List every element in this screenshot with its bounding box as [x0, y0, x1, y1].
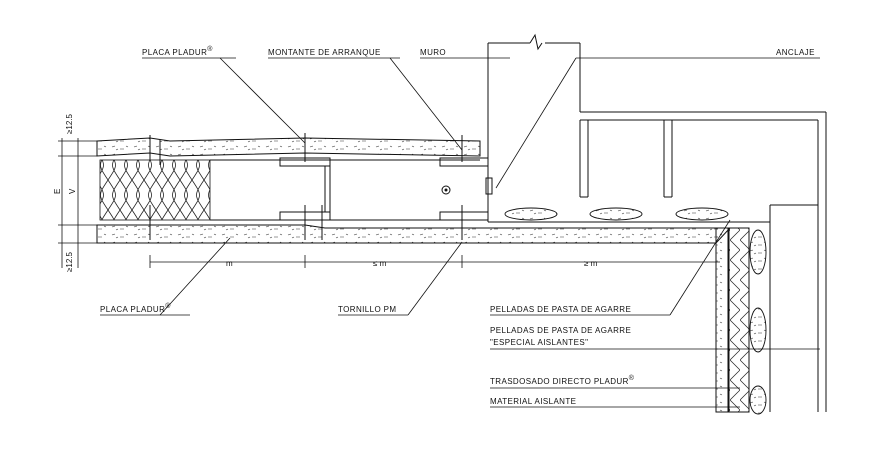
muro-wall: [487, 33, 827, 412]
montante-studs: [210, 157, 493, 221]
label-pelladas-2-line1: PELLADAS DE PASTA DE AGARRE: [490, 326, 631, 335]
registered-mark: ®: [207, 45, 213, 53]
label-pelladas-1: PELLADAS DE PASTA DE AGARRE: [490, 305, 631, 314]
dim-top-thickness: ≥12.5: [65, 113, 74, 134]
dim-e: E: [53, 189, 62, 194]
label-muro: MURO: [420, 48, 446, 57]
trasdosado-panel: [715, 227, 750, 413]
label-tornillo: TORNILLO PM: [338, 305, 397, 314]
label-material: MATERIAL AISLANTE: [490, 397, 576, 406]
label-placa-pladur-top: PLACA PLADUR®: [142, 45, 213, 57]
dim-ge-m: ≥ m: [584, 259, 598, 268]
label-montante: MONTANTE DE ARRANQUE: [268, 48, 381, 57]
label-pelladas-2-line2: "ESPECIAL AISLANTES": [490, 338, 588, 347]
pelladas-blobs: [504, 207, 767, 415]
insulation-batt: [99, 159, 211, 221]
label-trasdosado: TRASDOSADO DIRECTO PLADUR®: [490, 374, 635, 386]
dimension-lines: [58, 138, 720, 268]
top-board: [96, 137, 481, 157]
dim-m: m: [226, 259, 233, 268]
label-anclaje: ANCLAJE: [776, 48, 815, 57]
label-placa-pladur-bottom: PLACA PLADUR®: [100, 302, 171, 314]
dim-le-m: ≤ m: [373, 259, 387, 268]
leader-lines: [100, 57, 820, 408]
bottom-board: [96, 224, 732, 244]
dim-v: V: [68, 188, 77, 194]
registered-mark: ®: [165, 302, 171, 310]
tornillo-screws: [149, 133, 463, 240]
registered-mark: ®: [629, 374, 635, 382]
dim-bottom-thickness: ≥12.5: [65, 251, 74, 272]
